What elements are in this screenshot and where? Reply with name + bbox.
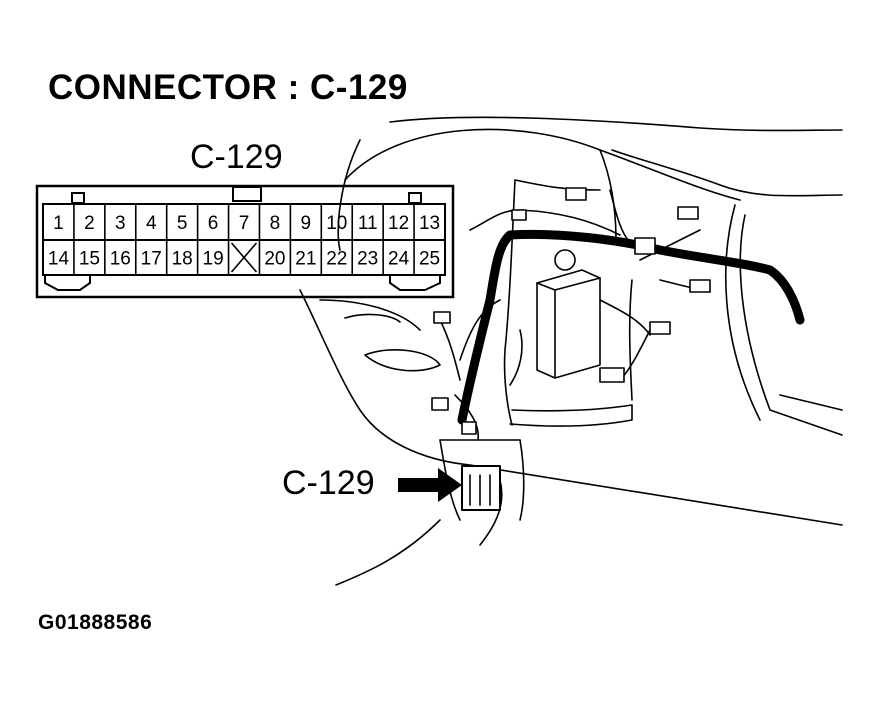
connector-face — [35, 184, 455, 299]
pin-number: 17 — [141, 249, 162, 270]
pin-number: 12 — [388, 213, 409, 234]
pin-number: 10 — [326, 213, 347, 234]
dashboard-illustration — [299, 116, 843, 586]
connector-face-label: C-129 — [190, 138, 283, 176]
pin-number: 9 — [301, 213, 312, 234]
diagram-title: CONNECTOR : C-129 — [48, 68, 408, 107]
pin-number: 24 — [388, 249, 410, 270]
pin-number: 18 — [172, 249, 193, 270]
figure-id: G01888586 — [38, 611, 153, 634]
pin-number: 19 — [203, 249, 224, 270]
pin-number: 2 — [84, 213, 95, 234]
pin-number: 14 — [48, 249, 70, 270]
pin-number: 1 — [53, 213, 64, 234]
pin-number: 15 — [79, 249, 100, 270]
pin-number: 25 — [419, 249, 440, 270]
empty-pin-cross — [230, 242, 258, 273]
pin-number: 16 — [110, 249, 131, 270]
pin-number: 4 — [146, 213, 157, 234]
pin-number: 21 — [295, 249, 316, 270]
pin-number: 6 — [208, 213, 219, 234]
pin-number: 11 — [358, 213, 378, 234]
pin-number: 8 — [270, 213, 281, 234]
pin-number: 23 — [357, 249, 378, 270]
pin-number: 20 — [264, 249, 285, 270]
pin-number: 7 — [239, 213, 250, 234]
pin-number: 13 — [419, 213, 440, 234]
pin-number: 5 — [177, 213, 188, 234]
pin-number: 22 — [326, 249, 347, 270]
connector-location-label: C-129 — [282, 464, 375, 502]
pin-number: 3 — [115, 213, 126, 234]
